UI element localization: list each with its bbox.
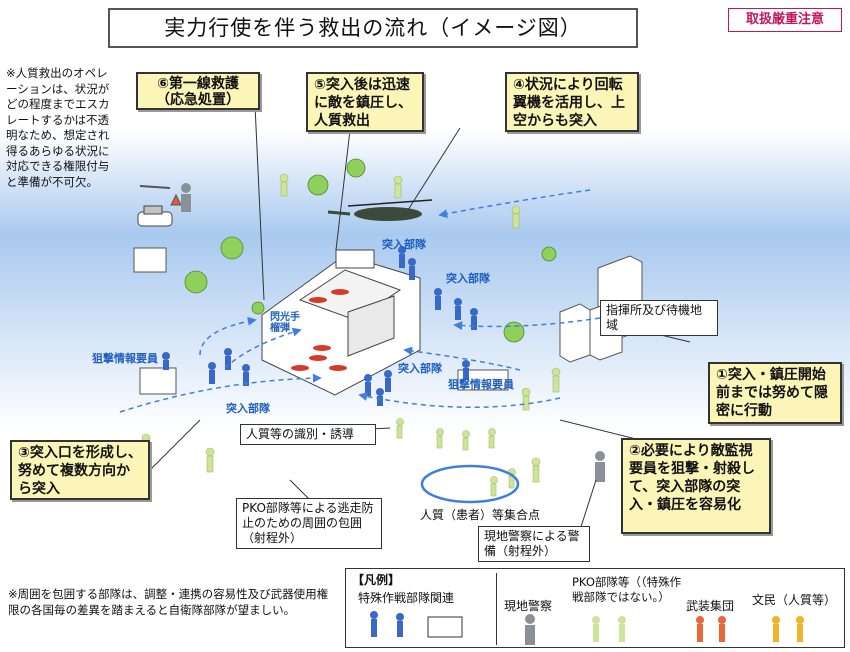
legend-pko-icon xyxy=(592,616,626,642)
legend-pko-label: PKO部隊等（（特殊作戦部隊ではない。） xyxy=(572,575,682,604)
house-sniper-right xyxy=(457,369,509,391)
legend-police-label: 現地警察 xyxy=(504,599,553,613)
step-6-box: ⑥第一線救護（応急処置） xyxy=(136,72,260,110)
legend-special-label: 特殊作戦部隊関連 xyxy=(358,591,455,605)
police-guard-label: 現地警察による警備（射程外） xyxy=(478,526,590,562)
note-bottom: ※周囲を包囲する部隊は、調整・連携の容易性及び武器使用権限の各国毎の差異を踏まえ… xyxy=(8,587,329,617)
entry-team-label-top: 突入部隊 xyxy=(382,238,426,251)
sniper-label-left: 狙撃情報要員 xyxy=(92,352,158,365)
entry-team-label-right: 突入部隊 xyxy=(446,272,490,285)
legend-armed-label: 武装集団 xyxy=(686,599,735,613)
step-3-box: ③突入口を形成し、努めて複数方向から突入 xyxy=(10,440,150,500)
pko-encircle-label: PKO部隊等による逃走防止のための周囲の包囲（射程外） xyxy=(236,498,382,549)
step-4-box: ④状況により回転翼機を活用し、上空からも突入 xyxy=(505,72,639,132)
legend: 【凡例】 特殊作戦部隊関連 現地警察 PKO部隊等（（特殊作戦部隊ではない。） … xyxy=(345,568,845,648)
entry-team-label-mid: 突入部隊 xyxy=(398,362,442,375)
step-5-box: ⑤突入後は迅速に敵を鎮圧し、人質救出 xyxy=(306,72,424,132)
legend-civilian-label: 文民（人質等） xyxy=(752,593,837,607)
movement-arrows xyxy=(119,189,601,413)
flash-grenade-label: 閃光手榴弾 xyxy=(270,312,300,334)
assembly-area xyxy=(420,464,520,504)
house-left xyxy=(133,247,167,273)
confidential-stamp: 取扱厳重注意 xyxy=(728,8,842,32)
assembly-label: 人質（患者）等集合点 xyxy=(420,508,541,522)
house-sniper-left xyxy=(139,367,177,395)
special-forces-figures xyxy=(162,246,478,406)
helicopter xyxy=(327,199,433,221)
police-car xyxy=(137,205,173,227)
sniper-label-right: 狙撃情報要員 xyxy=(448,378,514,391)
legend-divider xyxy=(496,573,497,645)
entry-team-label-bottom: 突入部隊 xyxy=(226,402,270,415)
legend-special-icon xyxy=(370,611,463,638)
legend-civilian-icon xyxy=(772,616,804,642)
hostage-figures xyxy=(291,289,349,371)
page-title: 実力行使を伴う救出の流れ（イメージ図） xyxy=(108,8,638,48)
note-left: ※人質救出のオペレーションは、状況がどの程度までエスカレートするかは不透明なため… xyxy=(6,66,110,189)
step-2-box: ②必要により敵監視要員を狙撃・射殺して、突入部隊の突入・鎮圧を容易化 xyxy=(621,438,771,534)
legend-police-icon xyxy=(525,614,535,645)
identify-label: 人質等の識別・誘導 xyxy=(240,424,376,445)
police-figures xyxy=(181,183,605,482)
pko-figures xyxy=(141,173,561,497)
legend-heading: 【凡例】 xyxy=(352,573,401,587)
step-1-box: ①突入・鎮圧開始前までは努めて隠密に行動 xyxy=(708,362,842,424)
command-post-label: 指揮所及び待機地域 xyxy=(600,300,718,336)
legend-armed-icon xyxy=(696,616,726,642)
barrier xyxy=(139,185,182,206)
target-building xyxy=(261,249,421,396)
